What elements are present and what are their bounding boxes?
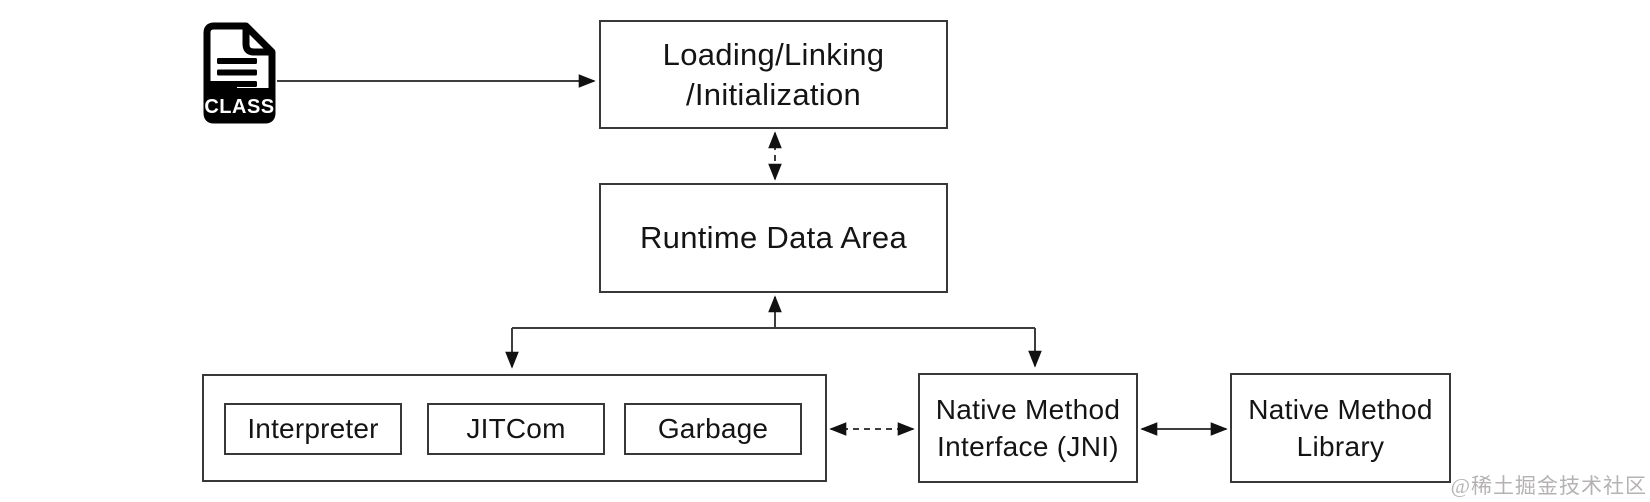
node-label: Garbage [657, 413, 769, 444]
node-loading-linking-initialization: Loading/Linking /Initialization [599, 20, 948, 129]
node-garbage-collector: Garbage [624, 403, 802, 455]
node-jit-compiler: JITCom [427, 403, 605, 455]
node-label: Interpreter [247, 413, 379, 444]
node-label: Native Method Interface (JNI) [935, 394, 1121, 462]
node-label: Loading/Linking /Initialization [662, 36, 885, 112]
node-execution-engine-group: Interpreter JITCom Garbage [202, 374, 827, 482]
file-fold-corner [242, 26, 272, 56]
node-label: Runtime Data Area [639, 220, 907, 255]
file-label-band [204, 88, 275, 120]
node-interpreter: Interpreter [224, 403, 402, 455]
class-file-icon: CLASS [203, 22, 276, 124]
node-native-method-interface: Native Method Interface (JNI) [918, 373, 1138, 483]
class-file-label: CLASS [204, 96, 274, 118]
file-text-lines [209, 58, 257, 90]
node-label: JITCom [466, 413, 566, 444]
node-runtime-data-area: Runtime Data Area [599, 183, 948, 293]
node-label: Native Method Library [1248, 394, 1433, 462]
node-native-method-library: Native Method Library [1230, 373, 1451, 483]
watermark-text: @稀土掘金技术社区 [1450, 474, 1647, 498]
